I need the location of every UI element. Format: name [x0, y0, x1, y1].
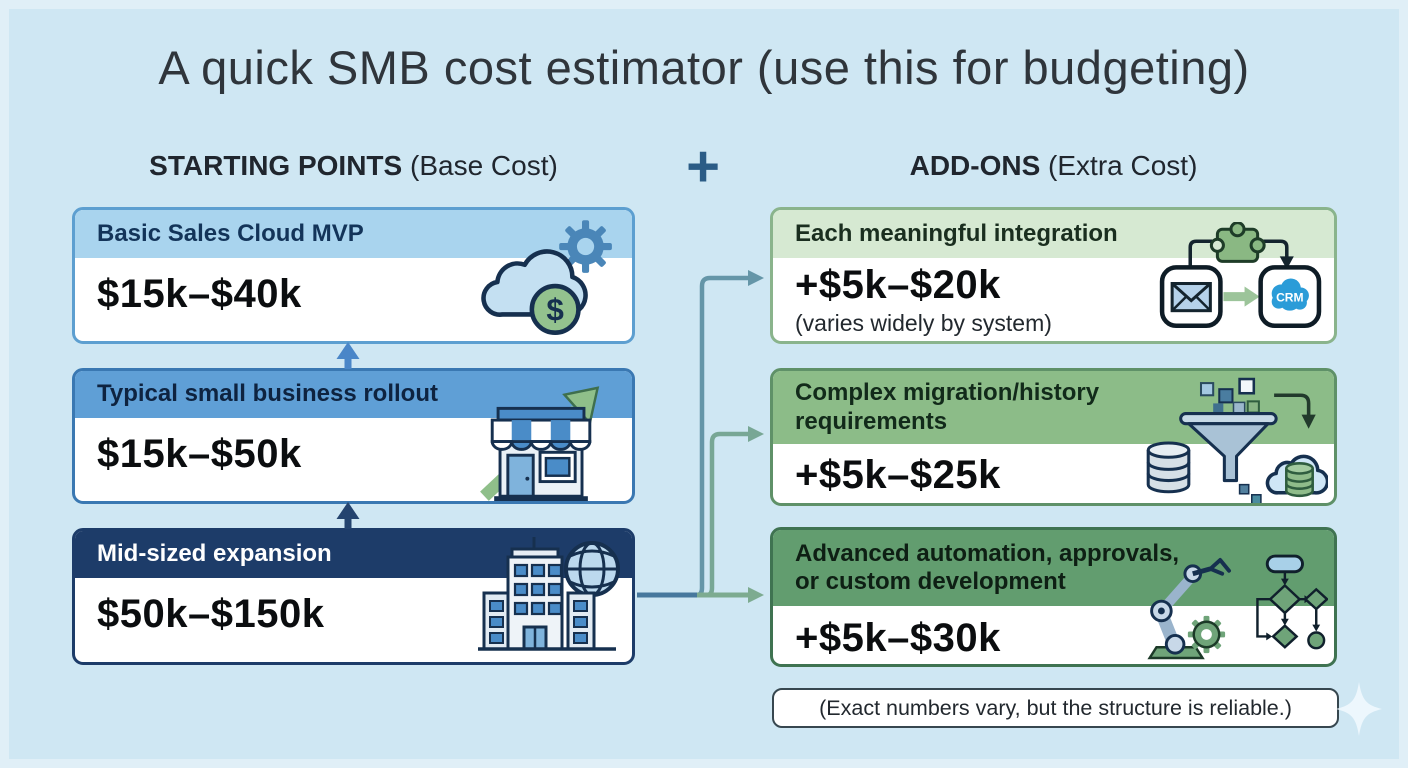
- up-arrow-blue: [336, 342, 360, 369]
- starting-points-heading: STARTING POINTS (Base Cost): [72, 150, 635, 182]
- card-complex-migration-history: Complex migration/history requirements +…: [770, 368, 1337, 506]
- card-advanced-automation: Advanced automation, approvals, or custo…: [770, 527, 1337, 667]
- card-each-meaningful-integration: Each meaningful integration +$5k–$20k (v…: [770, 207, 1337, 344]
- sparkle-icon: [1336, 682, 1382, 736]
- card-price: +$5k–$30k: [795, 616, 1001, 660]
- card-title: Each meaningful integration: [773, 210, 1334, 258]
- connector-to-migration: [706, 431, 748, 598]
- add-ons-heading-bold: ADD-ONS: [909, 150, 1041, 181]
- footer-note: (Exact numbers vary, but the structure i…: [772, 688, 1339, 728]
- card-price: $50k–$150k: [97, 592, 325, 636]
- card-title: Advanced automation, approvals, or custo…: [773, 530, 1334, 606]
- card-price: +$5k–$25k: [795, 453, 1001, 497]
- up-arrow-navy: [336, 502, 360, 529]
- starting-points-heading-bold: STARTING POINTS: [149, 150, 403, 181]
- card-price: $15k–$50k: [97, 432, 302, 476]
- add-ons-heading: ADD-ONS (Extra Cost): [770, 150, 1337, 182]
- plus-icon: +: [686, 134, 720, 199]
- card-title: Basic Sales Cloud MVP: [75, 210, 632, 258]
- card-note: (varies widely by system): [795, 310, 1052, 336]
- page-title: A quick SMB cost estimator (use this for…: [158, 41, 1250, 94]
- card-basic-sales-cloud-mvp: Basic Sales Cloud MVP $15k–$40k: [72, 207, 635, 344]
- card-mid-sized-expansion: Mid-sized expansion $50k–$150k: [72, 528, 635, 665]
- connector-to-integration: [696, 275, 748, 598]
- card-price: +$5k–$20k: [795, 263, 1001, 307]
- card-typical-small-business-rollout: Typical small business rollout $15k–$50k: [72, 368, 635, 504]
- card-title: Complex migration/history requirements: [773, 371, 1334, 444]
- starting-points-heading-sub: (Base Cost): [402, 150, 558, 181]
- add-ons-heading-sub: (Extra Cost): [1040, 150, 1198, 181]
- card-price: $15k–$40k: [97, 272, 302, 316]
- card-title: Mid-sized expansion: [75, 531, 632, 578]
- card-title: Typical small business rollout: [75, 371, 632, 418]
